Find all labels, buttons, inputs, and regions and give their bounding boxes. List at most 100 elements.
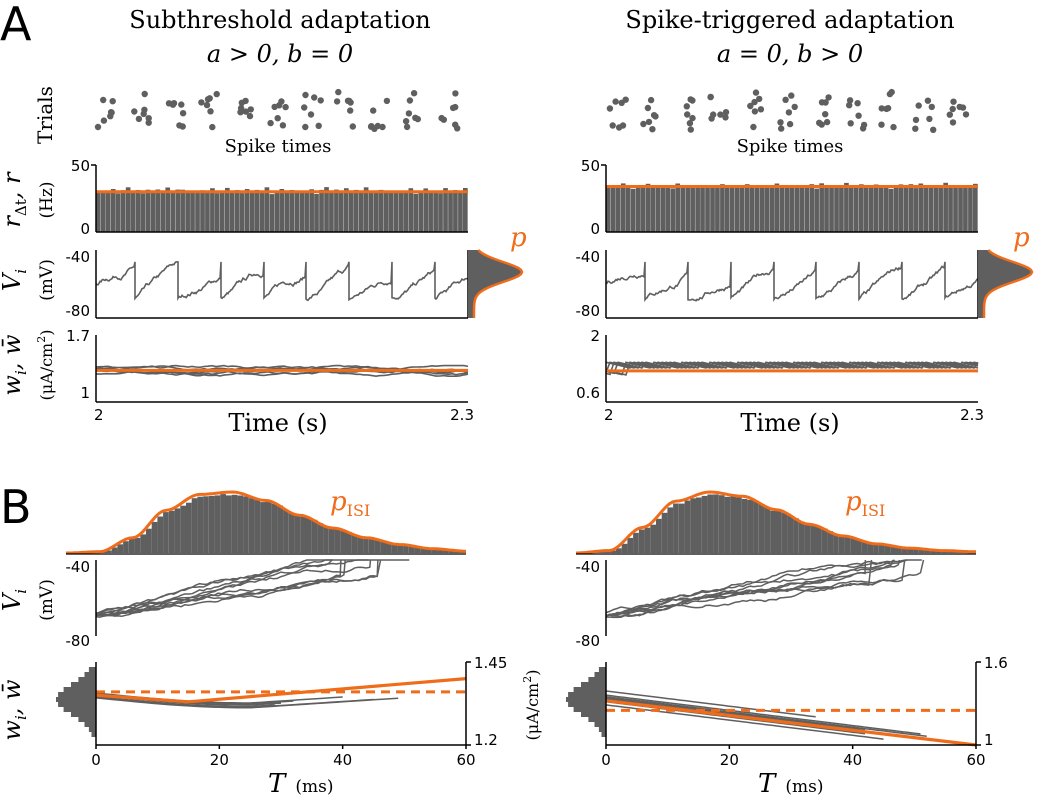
w-distribution-bar bbox=[71, 712, 96, 717]
spike-dot bbox=[747, 102, 754, 110]
isi-bar bbox=[810, 525, 817, 553]
isi-bar bbox=[758, 504, 765, 553]
rate-bar bbox=[710, 185, 715, 232]
rate-bar bbox=[620, 183, 626, 232]
isi-bar bbox=[718, 495, 725, 553]
mv-label-b: (mV) bbox=[37, 579, 57, 621]
rate-bar bbox=[878, 186, 884, 232]
spike-dot bbox=[131, 108, 138, 115]
adaptation-trace-b bbox=[605, 696, 866, 731]
spike-dot bbox=[242, 108, 250, 115]
isi-bar bbox=[346, 531, 352, 553]
isi-voltage-trace bbox=[605, 559, 922, 614]
rate-bar bbox=[205, 191, 210, 232]
rate-tick-label: 0 bbox=[590, 220, 600, 238]
spike-dot bbox=[246, 112, 254, 120]
b-adapt-tick-label: 1.45 bbox=[474, 654, 507, 672]
rate-bar bbox=[428, 191, 433, 232]
rate-bar bbox=[963, 185, 968, 232]
rate-bar bbox=[175, 189, 181, 232]
spike-dot bbox=[751, 98, 758, 106]
isi-bar bbox=[827, 531, 834, 553]
spike-dot bbox=[645, 118, 653, 126]
isi-bar bbox=[884, 544, 891, 553]
spike-dot bbox=[752, 89, 760, 96]
rate-bar bbox=[229, 192, 235, 232]
spike-dot bbox=[176, 122, 183, 129]
right-column-params: a = 0, b > 0 bbox=[717, 40, 863, 68]
w-subscript-b: i bbox=[12, 715, 30, 720]
isi-bar bbox=[776, 510, 782, 553]
spike-dot bbox=[440, 116, 447, 123]
rate-bar bbox=[383, 192, 389, 232]
w-distribution-bar bbox=[58, 692, 96, 697]
ms-label-left: (ms) bbox=[295, 777, 333, 797]
panel-label-b: B bbox=[0, 480, 32, 534]
spike-dot bbox=[237, 109, 244, 116]
rate-bar bbox=[665, 187, 671, 232]
spike-dot bbox=[962, 111, 970, 118]
voltage-axis-label-a: Vi bbox=[0, 269, 30, 291]
b-adapt-x-tick-label: 20 bbox=[720, 751, 739, 769]
rate-bar bbox=[269, 194, 275, 232]
rate-bar bbox=[849, 187, 854, 232]
spike-dot bbox=[785, 109, 793, 116]
spike-dot bbox=[100, 96, 107, 104]
rate-bar bbox=[973, 183, 978, 232]
spike-dot bbox=[878, 121, 885, 128]
adaptation-model-line bbox=[95, 677, 467, 704]
w-distribution-bar bbox=[601, 732, 606, 737]
voltage-tick-label: -80 bbox=[576, 302, 601, 320]
spike-dot bbox=[928, 103, 935, 111]
rate-bar bbox=[284, 192, 290, 232]
rate-bar bbox=[443, 188, 448, 232]
rate-bar bbox=[264, 187, 270, 232]
w-distribution-bar bbox=[581, 682, 606, 687]
isi-bar bbox=[918, 548, 925, 553]
rate-bar bbox=[289, 190, 295, 232]
rate-bar bbox=[413, 193, 419, 232]
rate-bar bbox=[839, 185, 844, 232]
spike-dot bbox=[165, 100, 173, 107]
voltage-trace bbox=[95, 261, 469, 302]
spike-dot bbox=[644, 104, 652, 112]
b-adapt-tick-label: 1 bbox=[984, 731, 994, 749]
spike-dot bbox=[301, 104, 308, 111]
w-distribution-bar bbox=[573, 707, 606, 712]
rate-bar bbox=[759, 185, 765, 232]
spike-dot bbox=[414, 115, 421, 123]
isi-bar bbox=[111, 547, 118, 553]
w-distribution-bar bbox=[84, 722, 96, 727]
rate-bar bbox=[299, 191, 305, 232]
isi-bar bbox=[191, 498, 198, 553]
isi-bar bbox=[163, 512, 169, 553]
spike-dot bbox=[279, 122, 287, 129]
rate-bar bbox=[190, 191, 195, 232]
isi-bar bbox=[391, 544, 398, 553]
adaptation-trace-b bbox=[95, 696, 374, 709]
isi-bar bbox=[123, 541, 129, 553]
isi-bar bbox=[907, 548, 914, 553]
rate-bar bbox=[304, 191, 309, 232]
rate-bar bbox=[735, 185, 740, 232]
rate-bar bbox=[844, 182, 849, 232]
p-isi-main-left: p bbox=[330, 487, 347, 517]
isi-bar bbox=[306, 518, 312, 553]
spike-dot bbox=[950, 98, 957, 105]
spike-dot bbox=[710, 111, 717, 118]
isi-bar bbox=[793, 518, 799, 553]
adaptation-trace-b bbox=[605, 695, 927, 738]
rate-bar bbox=[715, 187, 720, 232]
rate-bar bbox=[249, 191, 255, 232]
rate-bar bbox=[165, 187, 171, 232]
w-units-sup: 2 bbox=[35, 336, 48, 343]
rate-bar bbox=[150, 192, 156, 232]
spike-dot bbox=[403, 123, 411, 131]
rate-bar bbox=[913, 188, 919, 232]
rate-bar bbox=[968, 187, 973, 232]
spike-dot bbox=[206, 95, 213, 102]
rate-bar bbox=[398, 191, 404, 232]
isi-voltage-trace bbox=[95, 559, 342, 618]
spike-dot bbox=[140, 110, 147, 118]
isi-bar bbox=[690, 498, 697, 553]
